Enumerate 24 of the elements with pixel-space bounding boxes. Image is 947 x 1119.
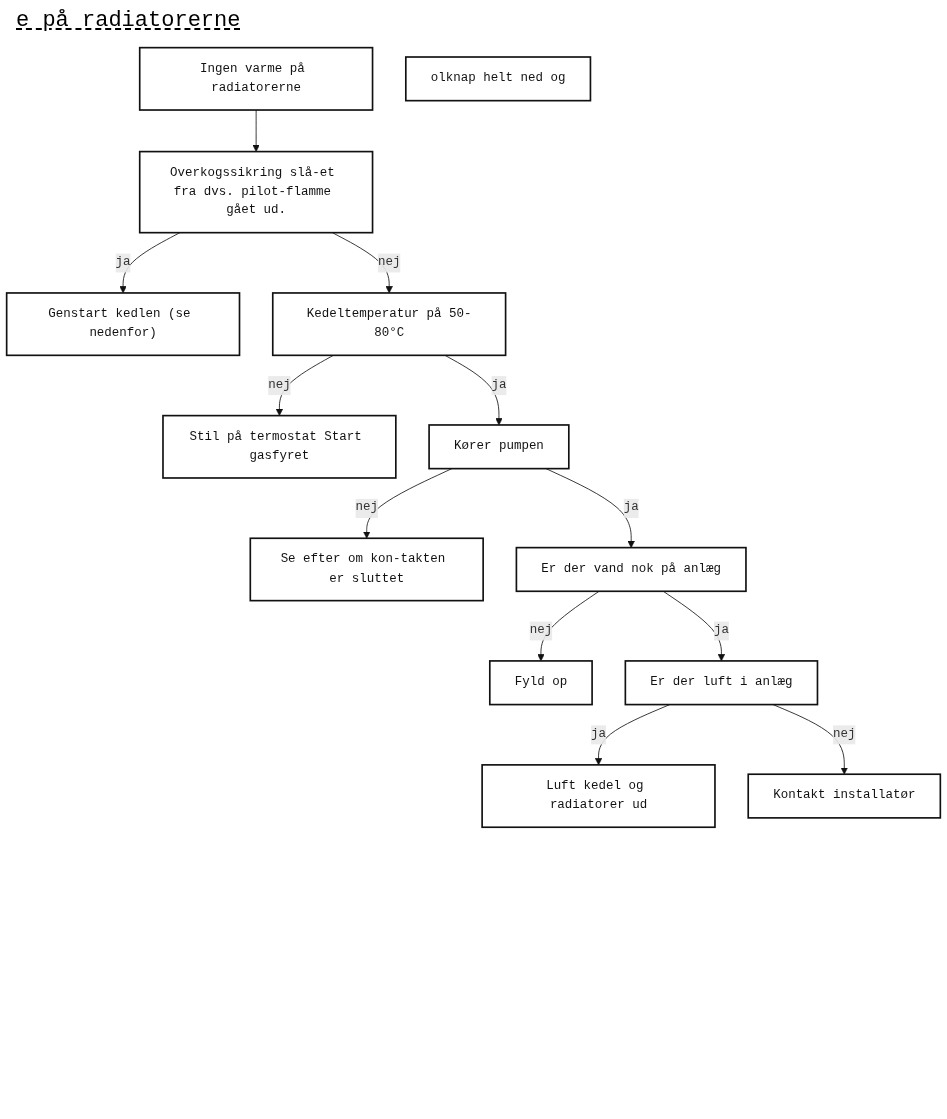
node-box: Ingen varme på radiatorerne [138, 46, 374, 111]
node-box: Overkogssikring slå-et fra dvs. pilot-flamme gået ud. [138, 150, 374, 234]
edge-label: ja [623, 500, 639, 515]
edge-label: nej [377, 255, 401, 270]
edge-label: nej [833, 727, 856, 742]
node-box: Stil på termostat Start gasfyret [162, 414, 397, 479]
edge-label: nej [268, 377, 291, 392]
node-box: Er der vand nok på anlæg [515, 546, 747, 593]
node-box: Se efter om kon-takten er sluttet [249, 537, 484, 602]
node-box: Er der luft i anlæg [624, 660, 819, 706]
edge-label: ja [491, 377, 507, 392]
edge-label: nej [529, 623, 553, 638]
edge-label: nej [355, 500, 378, 515]
node-box: Kedeltemperatur på 50-80°C [271, 292, 507, 357]
node-box: olknap helt ned og [405, 56, 592, 102]
title: e på radiatorerne [15, 7, 242, 35]
edge-label: ja [713, 623, 729, 638]
node-box: Genstart kedlen (se nedenfor) [5, 292, 241, 357]
edge-label: ja [115, 255, 131, 270]
node-box: Kontakt installatør [747, 773, 942, 819]
edge-label: ja [591, 727, 607, 742]
node-box: Kører pumpen [428, 424, 570, 470]
node-box: Fyld op [488, 660, 593, 706]
node-box: Luft kedel og radiatorer ud [481, 764, 716, 829]
